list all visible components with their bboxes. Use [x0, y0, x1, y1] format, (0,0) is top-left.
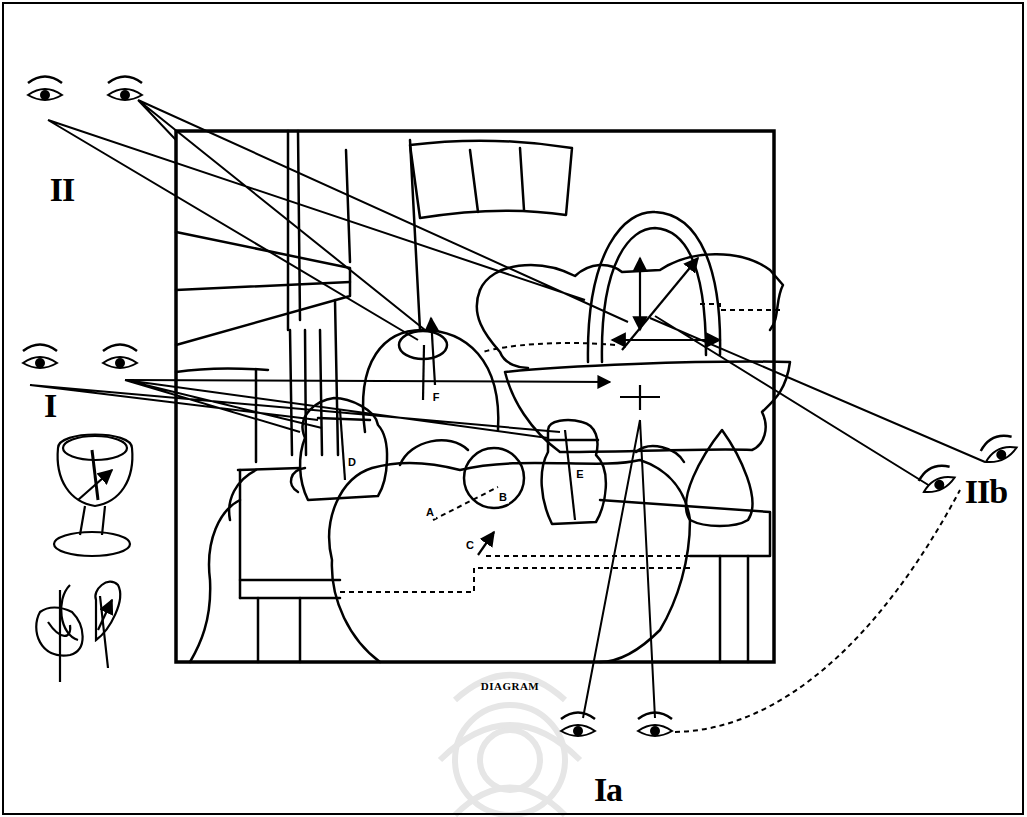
viewpoint-numeral: I	[44, 389, 56, 423]
viewpoint-numeral: II	[50, 173, 74, 207]
plane-letter: A	[424, 506, 436, 519]
sight-lines	[30, 100, 985, 718]
plane-letter: F	[431, 391, 442, 404]
eye-symbols	[23, 77, 1019, 737]
caption: DIAGRAM	[481, 681, 540, 692]
watermark	[440, 675, 580, 815]
still-life-shapes	[176, 131, 790, 662]
margin-sketches	[36, 435, 132, 683]
viewpoint-numeral: Ia	[594, 773, 622, 807]
plane-letter: D	[346, 456, 358, 469]
outer-border	[3, 3, 1023, 814]
picture-frame	[176, 131, 774, 662]
plane-letter: C	[464, 539, 476, 552]
direction-arrows	[340, 258, 720, 555]
plane-letter: E	[574, 468, 585, 481]
viewpoint-numeral: IIb	[965, 475, 1007, 509]
plane-letter: B	[497, 491, 509, 504]
construction-lines	[340, 304, 960, 732]
